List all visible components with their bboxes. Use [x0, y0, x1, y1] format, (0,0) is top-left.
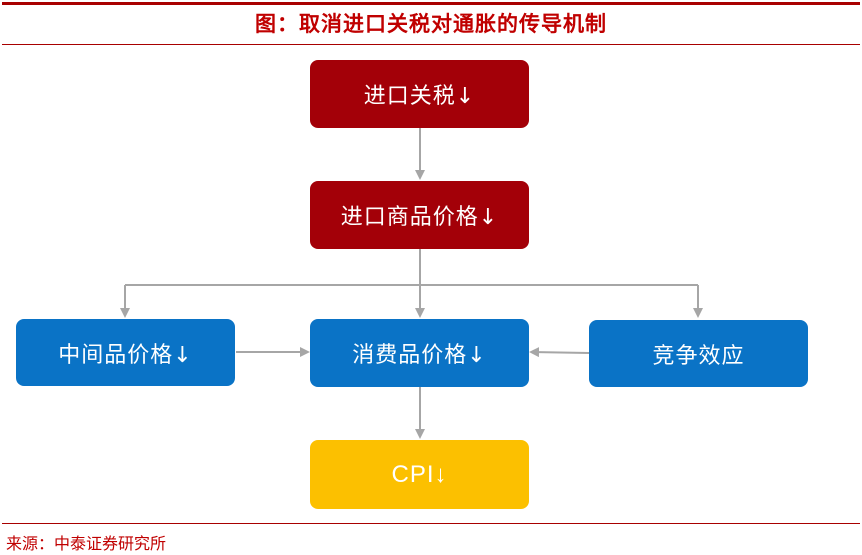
node-cpi-label: CPI↓ — [391, 460, 448, 488]
node-consumer-goods-price-label: 消费品价格↓ — [352, 343, 487, 368]
source-note: 来源：中泰证券研究所 — [6, 534, 167, 553]
node-import-goods-price: 进口商品价格↓ — [310, 181, 529, 249]
bottom-rule — [2, 523, 860, 524]
node-consumer-goods-price: 消费品价格↓ — [310, 319, 529, 387]
node-cpi: CPI↓ — [310, 440, 529, 509]
node-import-tariff: 进口关税↓ — [310, 60, 529, 128]
node-intermediate-goods-price-label: 中间品价格↓ — [58, 342, 193, 368]
title-rule — [2, 44, 860, 45]
node-competition-effect-label: 竞争效应 — [652, 343, 745, 369]
node-import-goods-price-label: 进口商品价格↓ — [340, 205, 499, 230]
arrow-competition-to-consumer — [529, 347, 590, 358]
top-rule — [2, 2, 860, 5]
node-intermediate-goods-price: 中间品价格↓ — [16, 319, 235, 386]
figure-title: 图：取消进口关税对通胀的传导机制 — [255, 11, 607, 36]
node-competition-effect: 竞争效应 — [589, 320, 808, 387]
node-import-tariff-label: 进口关税↓ — [363, 84, 476, 109]
